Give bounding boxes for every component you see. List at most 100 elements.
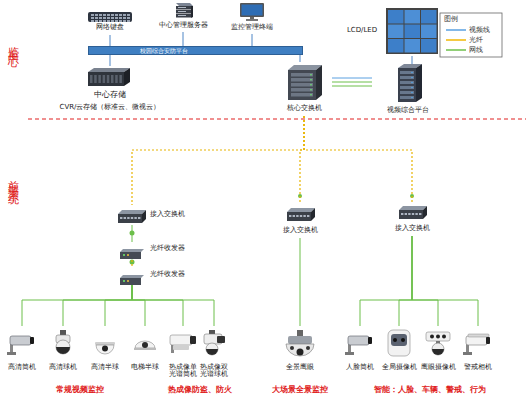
- connector-line: [132, 282, 145, 326]
- monitor-node: 监控管理终端: [222, 2, 282, 34]
- eagle-drawing: [423, 330, 453, 358]
- icon-part: [123, 20, 126, 22]
- icon-part: [10, 344, 13, 353]
- icon-part: [107, 75, 110, 83]
- legend-title: 图例: [444, 15, 474, 23]
- sw-node: 接入交换机: [380, 202, 444, 236]
- icon-part: [415, 213, 417, 215]
- section-divider: [28, 119, 526, 120]
- node-sublabel: CVR/云存储（标准云、微视云）: [55, 103, 165, 111]
- bulletdark-drawing: [7, 330, 37, 358]
- thermaldome-icon: [199, 330, 229, 358]
- icon-part: [176, 6, 191, 10]
- icon-part: [388, 10, 404, 24]
- monitor-drawing: [240, 3, 264, 21]
- icon-part: [310, 79, 312, 81]
- icon-part: [411, 87, 412, 88]
- icon-part: [127, 20, 130, 22]
- platform-bar: 校园综合安防平台: [88, 46, 303, 55]
- icon-part: [466, 344, 469, 353]
- legend-line-sample: [446, 49, 466, 51]
- icon-part: [393, 338, 397, 342]
- category-label: 热成像防盗、防火: [145, 385, 255, 394]
- icon-part: [119, 75, 122, 83]
- cabinet-icon: [396, 64, 422, 102]
- icon-part: [400, 71, 414, 74]
- icon-part: [120, 275, 144, 278]
- icon-part: [421, 39, 437, 53]
- thermaldome-node: 热成像双 光谱球机: [199, 326, 229, 382]
- connector-line: [132, 282, 183, 326]
- icon-part: [368, 337, 372, 344]
- legend-text: 视频线: [469, 26, 501, 34]
- node-label: 接入交换机: [270, 226, 330, 234]
- icon-part: [176, 14, 191, 18]
- icon-part: [411, 82, 412, 83]
- node-label: 中心管理服务器: [148, 21, 218, 29]
- icon-part: [432, 343, 444, 355]
- icon-part: [316, 65, 322, 100]
- node-label: 监控管理终端: [222, 23, 282, 31]
- icon-part: [400, 81, 414, 84]
- eagle-icon: [423, 330, 453, 358]
- icon-part: [91, 17, 94, 19]
- icon-part: [426, 332, 450, 341]
- speed-drawing: [48, 330, 78, 358]
- icon-part: [115, 75, 118, 83]
- icon-part: [95, 14, 98, 16]
- domesmall-drawing: [130, 330, 160, 358]
- server-icon: [173, 1, 194, 19]
- icon-part: [99, 17, 102, 19]
- icon-part: [289, 215, 291, 217]
- connector-line: [412, 236, 438, 326]
- node-label: 核心交换机: [276, 104, 332, 112]
- icon-part: [388, 39, 404, 53]
- connector-line: [105, 282, 132, 326]
- icon-part: [103, 17, 106, 19]
- icon-part: [288, 336, 312, 344]
- icon-part: [88, 12, 132, 22]
- icon-part: [250, 17, 254, 19]
- domesmall-node: 电梯半球: [127, 326, 163, 382]
- connector-line: [412, 56, 413, 64]
- icon-part: [399, 210, 423, 219]
- icon-part: [391, 334, 407, 346]
- icon-part: [88, 72, 124, 86]
- node-label: 高清球机: [45, 364, 81, 371]
- icon-part: [291, 83, 313, 87]
- cabinet-drawing: [396, 64, 422, 102]
- icon-part: [240, 3, 264, 17]
- connector-line: [300, 55, 301, 62]
- icon-part: [411, 77, 412, 78]
- icon-part: [401, 213, 403, 215]
- icon-part: [190, 336, 196, 344]
- icon-part: [242, 5, 263, 16]
- icon-part: [30, 337, 34, 344]
- icon-part: [430, 335, 434, 339]
- icon-part: [60, 330, 66, 335]
- icon-part: [127, 217, 129, 219]
- icon-part: [291, 78, 313, 82]
- thermalbullet-node: 热成像单 光谱筒机: [168, 326, 198, 382]
- icon-part: [311, 208, 315, 221]
- monitor-icon: [240, 3, 264, 21]
- connector-line: [304, 116, 412, 202]
- icon-part: [291, 88, 313, 92]
- icon-part: [306, 346, 310, 350]
- icon-part: [287, 208, 315, 212]
- icon-part: [287, 212, 311, 221]
- icon-part: [412, 213, 414, 215]
- icon-part: [419, 213, 421, 215]
- icon-part: [408, 213, 410, 215]
- bulletdark-icon: [345, 330, 375, 358]
- icon-part: [411, 92, 412, 93]
- connector-line: [110, 55, 111, 66]
- icon-part: [94, 75, 97, 83]
- icon-part: [170, 335, 192, 345]
- icon-part: [348, 344, 351, 353]
- icon-part: [442, 335, 446, 339]
- icon-part: [400, 86, 414, 89]
- storage-drawing: [88, 68, 130, 86]
